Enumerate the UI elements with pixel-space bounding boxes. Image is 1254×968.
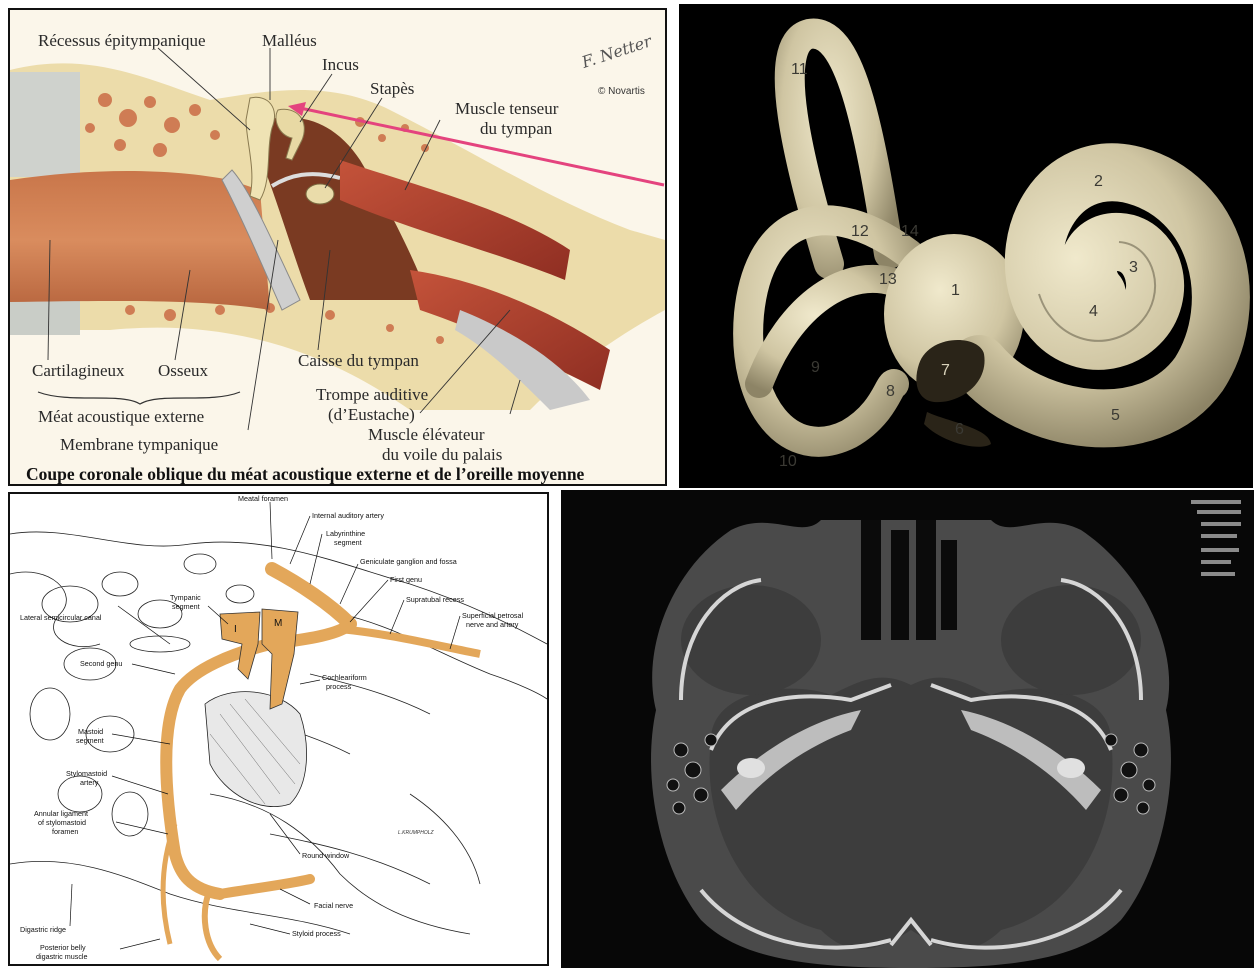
right-ossicles xyxy=(1057,758,1085,778)
label-tenseur-1: Muscle tenseur xyxy=(455,99,559,118)
label-styloid: Styloid process xyxy=(292,929,341,938)
label-internal-auditory-artery: Internal auditory artery xyxy=(312,511,384,520)
label-stapes: Stapès xyxy=(370,79,414,98)
label-mastoid-1: Mastoid xyxy=(78,727,103,736)
label-num-14: 14 xyxy=(901,223,919,240)
ossicle-label-m: M xyxy=(274,618,282,629)
label-second-genu: Second genu xyxy=(80,659,122,668)
label-caisse: Caisse du tympan xyxy=(298,351,419,370)
label-labyrinthine-2: segment xyxy=(334,538,362,547)
label-num-11: 11 xyxy=(791,61,808,78)
label-digastric-ridge: Digastric ridge xyxy=(20,925,66,934)
label-recessus: Récessus épitympanique xyxy=(38,31,206,50)
label-lateral-canal: Lateral semicircular canal xyxy=(20,613,102,622)
label-num-5: 5 xyxy=(1111,407,1120,424)
label-cartilagineux: Cartilagineux xyxy=(32,361,125,380)
label-tympanic-1: Tympanic xyxy=(170,593,201,602)
label-num-1: 1 xyxy=(951,282,960,299)
label-trompe-2: (d’Eustache) xyxy=(328,405,415,424)
label-posterior-2: digastric muscle xyxy=(36,952,88,961)
lateral-semicircular-canal xyxy=(759,279,899,384)
label-geniculate: Geniculate ganglion and fossa xyxy=(360,557,457,566)
label-num-7: 7 xyxy=(941,362,950,379)
tympanic-cavity-sketch xyxy=(205,692,307,807)
label-superficial-1: Superficial petrosal xyxy=(462,611,524,620)
label-num-4: 4 xyxy=(1089,303,1098,320)
label-tenseur-2: du tympan xyxy=(480,119,553,138)
left-ossicles xyxy=(737,758,765,778)
label-incus: Incus xyxy=(322,55,359,74)
label-elevateur-2: du voile du palais xyxy=(382,445,502,464)
label-num-9: 9 xyxy=(811,359,820,376)
label-labyrinthine-1: Labyrinthine xyxy=(326,529,365,538)
illustrator-signature: L.KRUMPHOLZ xyxy=(398,830,435,836)
label-num-10: 10 xyxy=(779,453,797,470)
labyrinth-panel: 11 2 3 4 5 1 7 6 8 9 10 12 14 13 xyxy=(679,4,1253,488)
label-meatal-foramen: Meatal foramen xyxy=(238,494,288,503)
label-annular-1: Annular ligament xyxy=(34,809,88,818)
label-facial-nerve: Facial nerve xyxy=(314,901,353,910)
bony-labyrinth-model: 11 2 3 4 5 1 7 6 8 9 10 12 14 13 xyxy=(679,4,1253,488)
label-round-window: Round window xyxy=(302,851,350,860)
coronal-section-illustration: Récessus épitympanique Malléus Incus Sta… xyxy=(10,10,665,484)
label-num-6: 6 xyxy=(955,421,964,438)
meat-brace xyxy=(38,392,240,404)
label-cochleariform-1: Cochleariform xyxy=(322,673,367,682)
label-posterior-1: Posterior belly xyxy=(40,943,86,952)
label-stylomastoid-artery-1: Stylomastoid xyxy=(66,769,107,778)
stapes-shape xyxy=(306,184,334,204)
ossicle-label-i: I xyxy=(234,624,237,635)
ct-overlay-text xyxy=(1191,500,1241,576)
cochlea xyxy=(979,172,1221,418)
label-elevateur-1: Muscle élévateur xyxy=(368,425,485,444)
label-supratubal: Supratubal recess xyxy=(406,595,464,604)
label-annular-3: foramen xyxy=(52,827,78,836)
facial-nerve-illustration: I M Meatal foramen Internal auditory art… xyxy=(10,494,547,964)
figure-caption: Coupe coronale oblique du méat acoustiqu… xyxy=(26,464,585,484)
label-num-3: 3 xyxy=(1129,259,1138,276)
facial-nerve-panel: I M Meatal foramen Internal auditory art… xyxy=(8,492,549,966)
label-num-13: 13 xyxy=(879,271,897,288)
label-meat: Méat acoustique externe xyxy=(38,407,204,426)
label-superficial-2: nerve and artery xyxy=(466,620,519,629)
label-stylomastoid-artery-2: artery xyxy=(80,778,99,787)
label-first-genu: First genu xyxy=(390,575,422,584)
label-osseux: Osseux xyxy=(158,361,209,380)
left-temporal-fossa xyxy=(681,585,821,695)
ct-scan-panel xyxy=(561,490,1254,968)
label-num-8: 8 xyxy=(886,383,895,400)
label-tympanic-2: segment xyxy=(172,602,200,611)
label-mastoid-2: segment xyxy=(76,736,104,745)
auricular-cartilage xyxy=(10,72,80,177)
label-malleus: Malléus xyxy=(262,31,317,50)
netter-signature: F. Netter xyxy=(578,31,655,72)
label-membrane: Membrane tympanique xyxy=(60,435,218,454)
label-trompe-1: Trompe auditive xyxy=(316,385,428,404)
label-cochleariform-2: process xyxy=(326,682,352,691)
right-temporal-fossa xyxy=(1001,585,1141,695)
coronal-section-panel: Récessus épitympanique Malléus Incus Sta… xyxy=(8,8,667,486)
copyright-novartis: © Novartis xyxy=(598,86,645,97)
label-annular-2: of stylomastoid xyxy=(38,818,86,827)
label-num-2: 2 xyxy=(1094,173,1103,190)
axial-ct-image xyxy=(561,490,1254,968)
label-num-12: 12 xyxy=(851,223,869,240)
